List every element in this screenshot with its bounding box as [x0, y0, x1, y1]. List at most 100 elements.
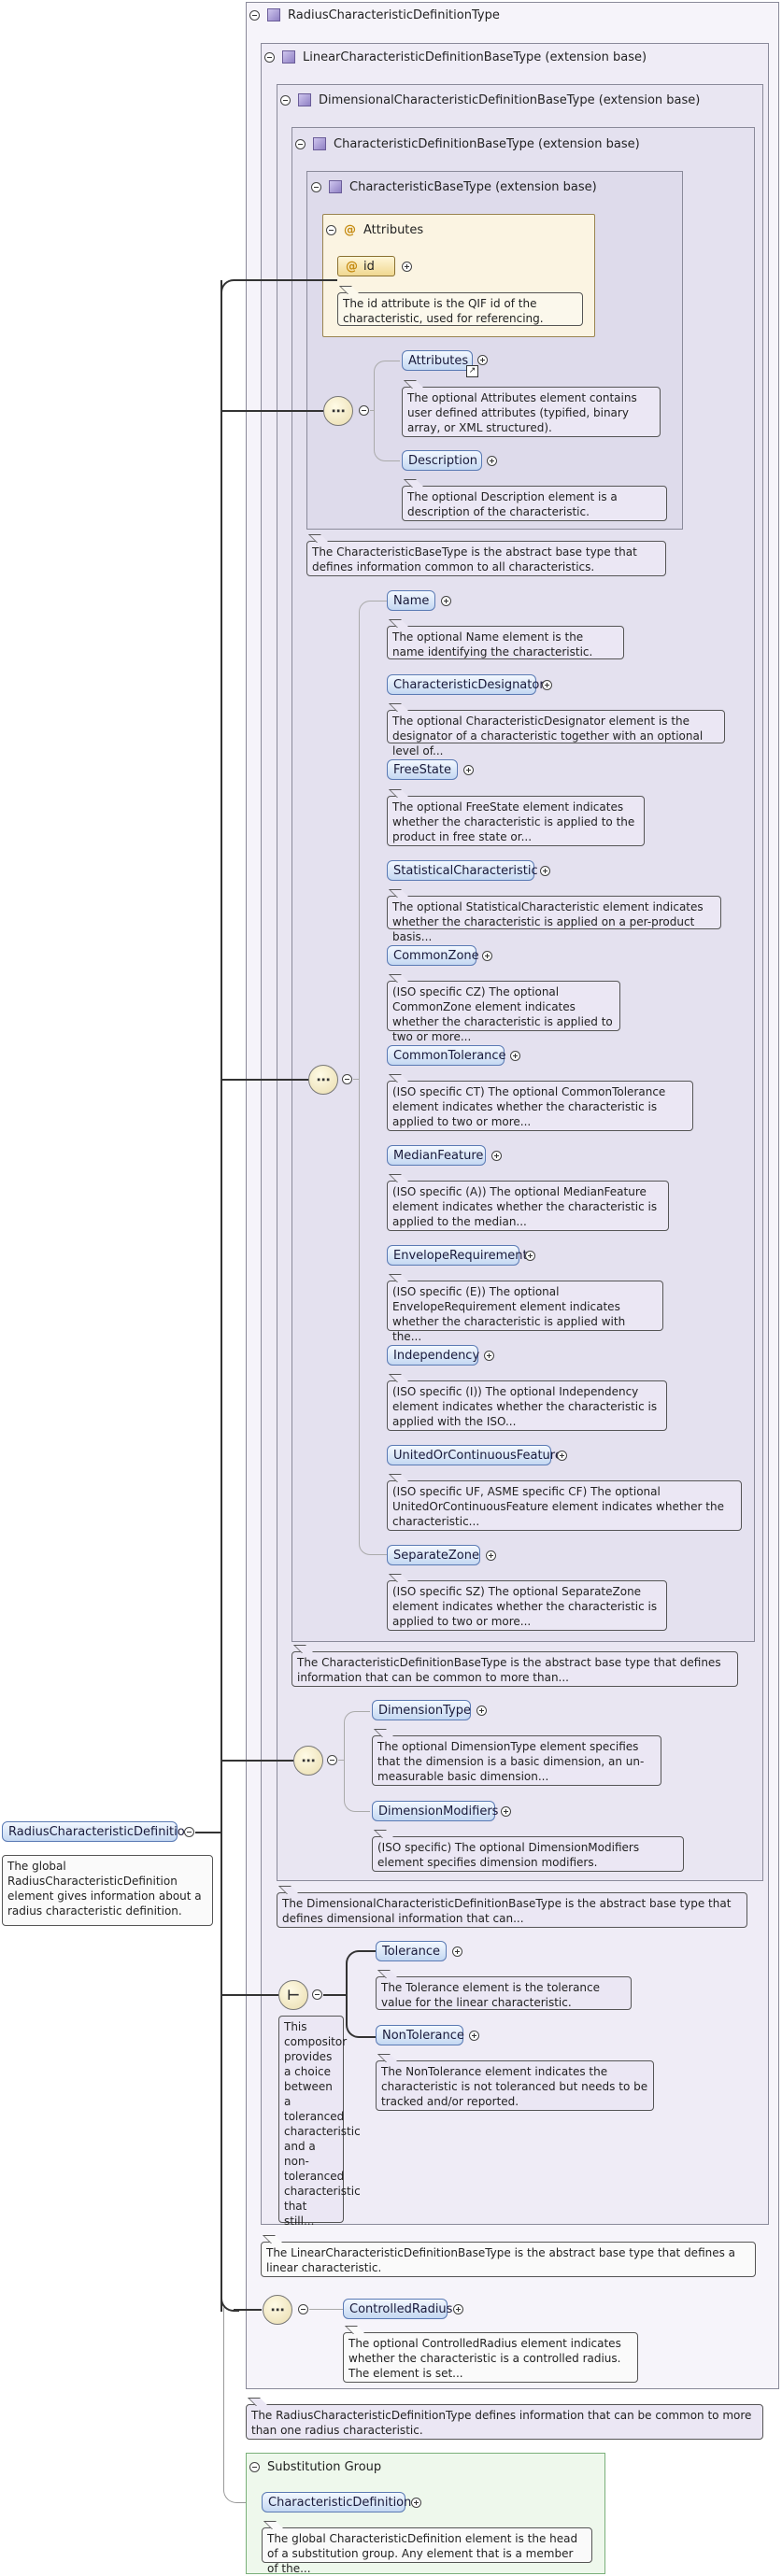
free-state-doc: The optional FreeState element indicates…: [387, 796, 645, 846]
expand-icon[interactable]: [441, 596, 451, 606]
expand-icon[interactable]: [402, 262, 412, 272]
type-icon: [329, 180, 342, 193]
expand-icon[interactable]: [484, 1351, 494, 1361]
dimensional-doc: The DimensionalCharacteristicDefinitionB…: [277, 1892, 747, 1928]
expand-icon[interactable]: [469, 2031, 479, 2041]
radius-type-header: RadiusCharacteristicDefinitionType: [249, 5, 500, 25]
characteristic-designator-element[interactable]: CharacteristicDesignator: [387, 674, 545, 695]
characteristic-definition-doc: The global CharacteristicDefinition elem…: [262, 2527, 592, 2575]
dimension-modifiers-element[interactable]: DimensionModifiers: [372, 1801, 498, 1821]
radius-type-label: RadiusCharacteristicDefinitionType: [288, 7, 500, 22]
expand-icon[interactable]: [501, 1806, 511, 1817]
dimension-type-element[interactable]: DimensionType: [372, 1700, 471, 1720]
united-or-continuous-feature-doc: (ISO specific UF, ASME specific CF) The …: [387, 1480, 742, 1531]
at-icon: @: [346, 259, 358, 274]
controlled-radius-element[interactable]: ControlledRadius: [343, 2299, 452, 2319]
expand-icon[interactable]: [482, 951, 492, 961]
controlled-radius-doc: The optional ControlledRadius element in…: [343, 2332, 638, 2383]
collapse-icon[interactable]: [327, 1755, 337, 1765]
connector-trunk: [220, 280, 222, 2312]
expand-icon[interactable]: [477, 355, 488, 365]
non-tolerance-element[interactable]: NonTolerance: [376, 2025, 464, 2045]
expand-icon[interactable]: [557, 1451, 567, 1461]
expand-icon[interactable]: [476, 1706, 487, 1716]
attributes-element[interactable]: Attributes: [402, 350, 473, 371]
envelope-requirement-doc: (ISO specific (E)) The optional Envelope…: [387, 1281, 663, 1343]
collapse-icon[interactable]: [298, 2304, 308, 2314]
connector-choice: [220, 1994, 278, 1996]
dimensional-type-label: DimensionalCharacteristicDefinitionBaseT…: [319, 92, 701, 107]
id-attribute-label: id: [363, 259, 375, 274]
collapse-icon[interactable]: [264, 51, 275, 63]
statistical-characteristic-element[interactable]: StatisticalCharacteristic: [387, 860, 538, 881]
connector: [309, 2309, 343, 2310]
median-feature-doc: (ISO specific (A)) The optional MedianFe…: [387, 1181, 669, 1231]
connector-seq2: [220, 1079, 308, 1081]
collapse-icon[interactable]: [312, 1989, 322, 2000]
radius-doc: The RadiusCharacteristicDefinitionType d…: [246, 2404, 763, 2440]
expand-icon[interactable]: [525, 1251, 535, 1261]
connector-id: [234, 279, 337, 281]
expand-icon[interactable]: [411, 2498, 421, 2508]
expand-icon[interactable]: [542, 680, 552, 690]
expand-icon[interactable]: [452, 1946, 462, 1957]
common-tolerance-element[interactable]: CommonTolerance: [387, 1045, 506, 1066]
linear-doc: The LinearCharacteristicDefinitionBaseTy…: [261, 2242, 756, 2277]
linear-type-header: LinearCharacteristicDefinitionBaseType (…: [264, 47, 647, 67]
collapse-icon[interactable]: [249, 9, 260, 21]
collapse-icon[interactable]: [295, 138, 306, 149]
expand-icon[interactable]: [540, 866, 550, 876]
sequence-compositor-icon: ⋯: [323, 396, 353, 426]
collapse-icon[interactable]: [280, 94, 291, 106]
separate-zone-element[interactable]: SeparateZone: [387, 1545, 480, 1565]
expand-icon[interactable]: [487, 456, 497, 466]
connector-seq3: [220, 1760, 293, 1762]
description-element-doc: The optional Description element is a de…: [402, 486, 667, 521]
attributes-label: Attributes: [363, 222, 424, 237]
connector: [195, 1832, 220, 1833]
envelope-requirement-element[interactable]: EnvelopeRequirement: [387, 1245, 528, 1266]
seq2-bracket: [359, 601, 387, 1555]
free-state-element[interactable]: FreeState: [387, 759, 458, 780]
connector-seq1: [220, 410, 323, 412]
independency-element[interactable]: Independency: [387, 1345, 479, 1366]
connector: [323, 1994, 346, 1996]
root-element[interactable]: RadiusCharacteristicDefinition: [2, 1821, 192, 1842]
expand-icon[interactable]: [486, 1550, 496, 1561]
chardef-type-label: CharacteristicDefinitionBaseType (extens…: [334, 136, 640, 151]
chardef-type-header: CharacteristicDefinitionBaseType (extens…: [295, 134, 640, 154]
expand-icon[interactable]: [510, 1051, 520, 1061]
characteristic-definition-element[interactable]: CharacteristicDefinition: [262, 2492, 411, 2512]
charbase-doc: The CharacteristicBaseType is the abstra…: [306, 541, 666, 576]
id-attribute-doc: The id attribute is the QIF id of the ch…: [337, 292, 583, 326]
connector-top-corner: [220, 279, 239, 298]
collapse-icon[interactable]: [359, 405, 369, 416]
choice-compositor-icon: ⊢: [278, 1980, 308, 2010]
connector: [353, 1079, 359, 1080]
collapse-icon[interactable]: [342, 1074, 352, 1084]
expand-icon[interactable]: [453, 2304, 463, 2314]
expand-icon[interactable]: [491, 1151, 502, 1161]
seq3-bracket: [344, 1711, 370, 1812]
median-feature-element[interactable]: MedianFeature: [387, 1145, 486, 1166]
id-attribute[interactable]: @ id: [337, 256, 395, 276]
connector-subst: [223, 2307, 264, 2503]
expand-icon[interactable]: [463, 765, 474, 775]
description-element[interactable]: Description: [402, 450, 482, 471]
common-zone-element[interactable]: CommonZone: [387, 945, 479, 966]
collapse-icon[interactable]: [184, 1827, 194, 1837]
charbase-type-header: CharacteristicBaseType (extension base): [311, 177, 597, 197]
substitution-group-header: Substitution Group: [249, 2456, 381, 2477]
choice-bracket: [346, 1950, 376, 2038]
at-icon: @: [344, 222, 356, 237]
type-icon: [313, 137, 326, 150]
common-tolerance-doc: (ISO specific CT) The optional CommonTol…: [387, 1081, 693, 1131]
collapse-icon[interactable]: [326, 224, 336, 235]
collapse-icon[interactable]: [249, 2461, 260, 2472]
charbase-type-label: CharacteristicBaseType (extension base): [349, 179, 597, 194]
united-or-continuous-feature-element[interactable]: UnitedOrContinuousFeature: [387, 1445, 562, 1465]
tolerance-element[interactable]: Tolerance: [376, 1941, 447, 1961]
name-element[interactable]: Name: [387, 590, 435, 611]
collapse-icon[interactable]: [311, 181, 321, 192]
dimension-type-doc: The optional DimensionType element speci…: [372, 1735, 661, 1786]
